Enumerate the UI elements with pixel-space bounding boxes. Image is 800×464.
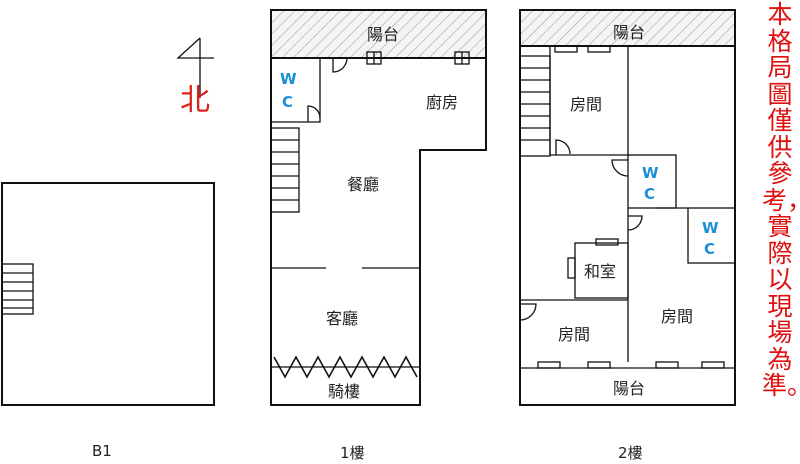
f1-dining-label: 餐廳 — [347, 175, 379, 194]
svg-text:W: W — [642, 164, 659, 182]
f2-room-top-walls — [549, 46, 629, 156]
f1-living-label: 客廳 — [326, 309, 358, 328]
b1-outline — [1, 182, 215, 406]
f2-wc-a: W C — [642, 164, 659, 203]
svg-text:C: C — [704, 240, 715, 258]
f1-window-icon — [366, 51, 382, 65]
f2-room-right-label: 房間 — [661, 307, 693, 326]
svg-text:W: W — [702, 219, 719, 237]
f2-balcony-top-label: 陽台 — [613, 23, 645, 42]
svg-text:C: C — [644, 185, 655, 203]
floor-2: 陽台 房間 W C W C 和室 房間 房間 陽台 2樓 — [519, 9, 736, 462]
floor-b1: B1 — [1, 182, 215, 460]
f1-outline — [270, 10, 487, 406]
f2-room-top-label: 房間 — [570, 95, 602, 114]
f1-wc-label-line2: C — [282, 93, 293, 111]
f1-folding-gate-icon — [273, 355, 418, 379]
f1-balcony-label: 陽台 — [367, 25, 399, 44]
f2-stairs-icon — [519, 55, 551, 157]
north-arrow-icon — [176, 37, 214, 98]
compass: 北 — [176, 37, 214, 118]
f2-wc-b: W C — [702, 219, 719, 258]
f2-washitsu-label: 和室 — [584, 262, 616, 281]
f2-wc-a-walls — [627, 154, 677, 209]
f2-door-icon — [611, 159, 629, 177]
f2-label: 2樓 — [618, 444, 643, 462]
f2-door-icon — [555, 139, 571, 155]
f2-room-left-label: 房間 — [558, 325, 590, 344]
disclaimer-text: 本格局圖僅供參考，實際以現場為準。 — [762, 0, 800, 400]
f2-balcony-bottom-label: 陽台 — [613, 379, 645, 398]
f1-stairs-icon — [270, 127, 300, 213]
f1-wc-door-icon — [307, 105, 321, 122]
f2-wc-b-walls — [687, 207, 736, 264]
f1-balcony-door-icon — [332, 57, 348, 73]
f2-door-icon — [627, 215, 643, 231]
f2-room-right-walls — [627, 207, 688, 362]
b1-stairs-icon — [1, 263, 34, 315]
f1-kitchen-label: 廚房 — [426, 93, 458, 112]
floor-1: 陽台 廚房 餐廳 客廳 騎樓 W C 1樓 — [270, 9, 487, 462]
f1-label: 1樓 — [340, 444, 365, 462]
b1-label: B1 — [92, 442, 112, 460]
f1-wc-label-line1: W — [280, 70, 297, 88]
north-label: 北 — [180, 83, 210, 118]
f1-window-icon — [454, 51, 470, 65]
f1-arcade-label: 騎樓 — [328, 382, 360, 401]
f2-door-icon — [519, 303, 537, 321]
f1-wc: W C — [280, 70, 297, 111]
f2-balcony-top-area — [519, 9, 736, 47]
f1-wc-wall — [271, 58, 321, 123]
